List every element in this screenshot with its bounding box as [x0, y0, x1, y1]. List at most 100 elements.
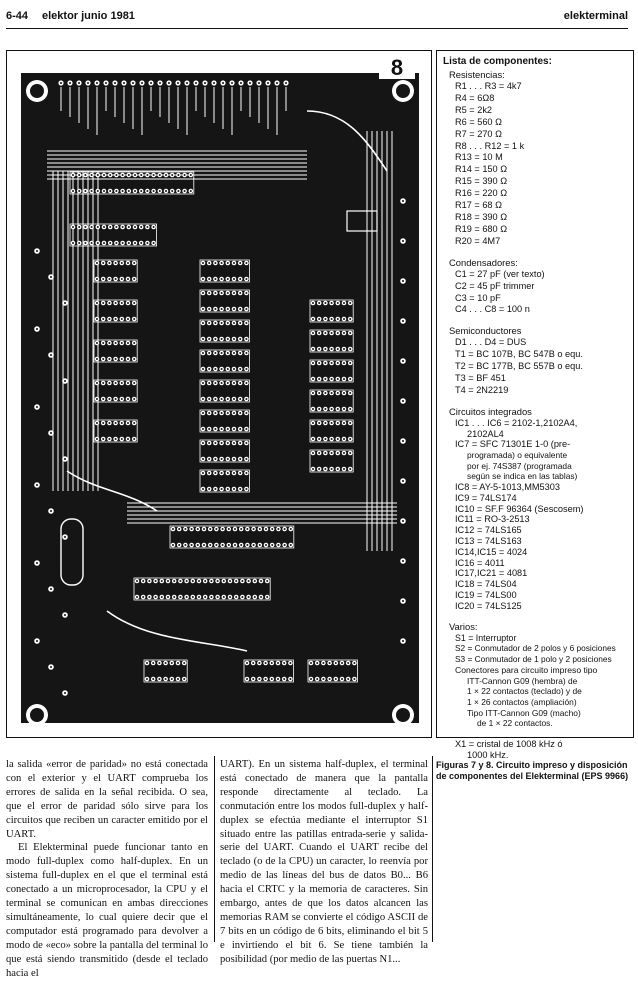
pad-hole [220, 382, 223, 384]
pad-hole [245, 262, 248, 264]
pad-hole [179, 596, 182, 598]
pad-hole [402, 440, 404, 442]
pad-hole [214, 472, 217, 474]
pad-hole [264, 678, 267, 680]
pad-hole [120, 398, 123, 400]
pad-hole [289, 544, 292, 546]
pad-hole [202, 472, 204, 474]
pad-hole [245, 398, 248, 400]
pad-hole [208, 262, 211, 264]
ic-item: por ej. 74S387 (programada [467, 460, 572, 471]
ic-outline [199, 289, 250, 313]
pad-hole [133, 342, 136, 344]
ic-item: IC8 = AY-5-1013,MM5303 [455, 482, 560, 493]
mounting-hole-inner [30, 708, 44, 722]
pad-hole [72, 226, 74, 228]
pad-hole [202, 322, 204, 324]
pad-hole [266, 596, 269, 598]
semiconductors-title: Semiconductores [449, 325, 522, 337]
pad-hole [121, 174, 124, 176]
pad-hole [109, 226, 112, 228]
resistor-item: R17 = 68 Ω [455, 200, 502, 211]
pad-hole [312, 348, 314, 350]
ic-outline [199, 469, 250, 493]
pad-hole [90, 190, 93, 192]
pad-hole [324, 468, 327, 470]
crystal-outline [346, 210, 378, 232]
pad-hole [245, 442, 248, 444]
pad-hole [202, 338, 204, 340]
pad-hole [270, 678, 273, 680]
pad-hole [239, 472, 242, 474]
pad-hole [64, 536, 66, 538]
pad-hole [226, 488, 229, 490]
semiconductor-item: T4 = 2N2219 [455, 384, 509, 395]
misc-item: S1 = Interruptor [455, 632, 517, 643]
pad-hole [220, 322, 223, 324]
pad-hole [96, 318, 98, 320]
pad-hole [312, 318, 314, 320]
pad-hole [183, 678, 186, 680]
ics-section: Circuitos integrados IC1 . . . IC6 = 210… [443, 406, 627, 612]
pad-hole [133, 422, 136, 424]
pad-hole [50, 276, 52, 278]
ic-item: según se indica en las tablas) [467, 471, 578, 482]
semiconductor-item: T3 = BF 451 [455, 373, 506, 384]
pad-hole [140, 190, 143, 192]
pad-hole [108, 342, 111, 344]
pad-hole [152, 662, 155, 664]
pad-hole [209, 528, 212, 530]
pad-hole [318, 318, 321, 320]
pad-hole [330, 362, 333, 364]
pad-hole [127, 422, 129, 424]
pad-hole [318, 468, 321, 470]
pad-hole [233, 442, 235, 444]
pad-hole [318, 452, 321, 454]
pad-hole [208, 488, 211, 490]
pad-hole [249, 82, 251, 84]
pad-hole [202, 368, 204, 370]
pad-hole [227, 528, 230, 530]
pad-hole [50, 666, 52, 668]
pad-hole [123, 82, 125, 84]
copper-trace [66, 470, 158, 512]
body-column-1: la salida «error de paridad» no está con… [6, 758, 208, 981]
pad-hole [349, 348, 352, 350]
pad-hole [330, 318, 333, 320]
pad-hole [120, 318, 123, 320]
pad-hole [260, 596, 262, 598]
ic-outline [199, 259, 250, 283]
pad-hole [108, 358, 111, 360]
pad-hole [115, 190, 118, 192]
pad-hole [336, 378, 339, 380]
pad-hole [190, 528, 193, 530]
pad-hole [214, 458, 217, 460]
pad-hole [160, 596, 163, 598]
pad-hole [177, 82, 179, 84]
pad-hole [168, 82, 170, 84]
pad-hole [245, 338, 248, 340]
pad-hole [189, 174, 192, 176]
pad-hole [220, 278, 223, 280]
pad-hole [96, 174, 99, 176]
pad-hole [318, 378, 321, 380]
pad-hole [318, 302, 321, 304]
pad-hole [265, 528, 267, 530]
ic-outline [69, 171, 195, 195]
pad-hole [349, 468, 352, 470]
pad-hole [214, 428, 217, 430]
pad-hole [312, 362, 314, 364]
pad-hole [239, 428, 242, 430]
pad-hole [334, 678, 337, 680]
pad-hole [127, 438, 129, 440]
pad-hole [114, 382, 117, 384]
pad-hole [214, 308, 217, 310]
pad-hole [252, 662, 255, 664]
pad-hole [108, 318, 111, 320]
pad-hole [283, 528, 286, 530]
pad-hole [226, 382, 229, 384]
pad-hole [318, 348, 321, 350]
pad-hole [330, 408, 333, 410]
pad-hole [213, 82, 215, 84]
pad-hole [318, 422, 321, 424]
